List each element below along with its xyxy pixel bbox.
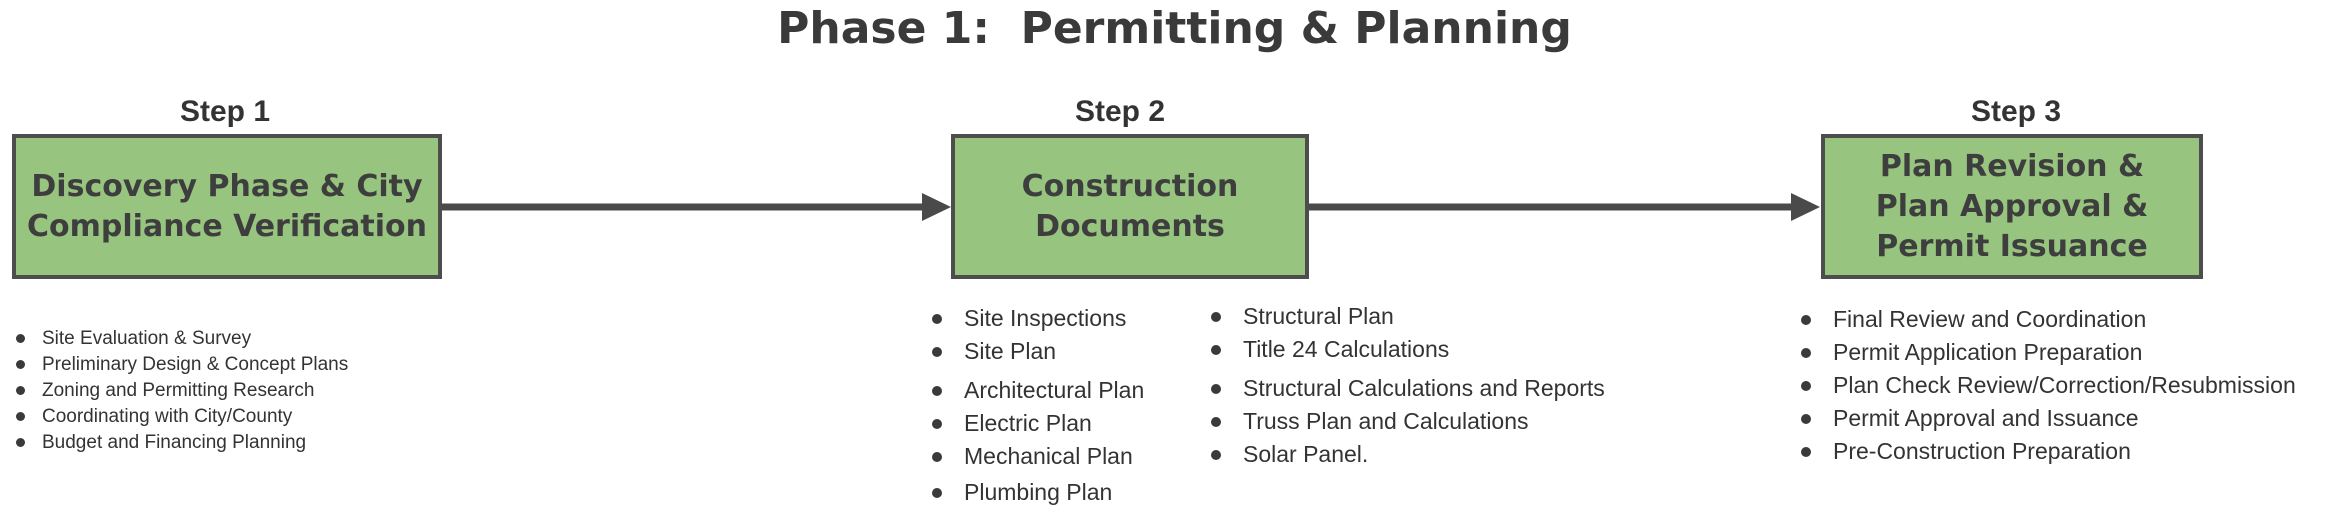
step-1-box-text: Discovery Phase & City Compliance Verifi… xyxy=(27,168,427,244)
step-3-label: Step 3 xyxy=(1970,95,2062,128)
step-1-label: Step 1 xyxy=(179,95,271,128)
step-3-box-text: Plan Revision & Plan Approval & Permit I… xyxy=(1875,148,2149,264)
step-1-task-list: Site Evaluation & Survey Preliminary Des… xyxy=(12,326,348,456)
list-item: Permit Approval and Issuance xyxy=(1797,402,2296,435)
list-item: Site Inspections xyxy=(928,302,1144,335)
list-item: Coordinating with City/County xyxy=(12,404,348,430)
step-1-box: Discovery Phase & City Compliance Verifi… xyxy=(12,134,442,279)
list-item: Budget and Financing Planning xyxy=(12,430,348,456)
list-item: Truss Plan and Calculations xyxy=(1207,405,1605,438)
step-2-box-text: Construction Documents xyxy=(1021,168,1239,244)
list-item: Title 24 Calculations xyxy=(1207,333,1605,366)
step-2-task-list-left: Site Inspections Site Plan Architectural… xyxy=(928,302,1144,509)
list-item: Permit Application Preparation xyxy=(1797,336,2296,369)
list-item: Structural Plan xyxy=(1207,300,1605,333)
step-2-box: Construction Documents xyxy=(951,134,1309,279)
arrow-step1-to-step2 xyxy=(442,193,951,221)
arrow-step2-to-step3 xyxy=(1309,193,1820,221)
list-item: Structural Calculations and Reports xyxy=(1207,372,1605,405)
step-2-task-list-right: Structural Plan Title 24 Calculations St… xyxy=(1207,300,1605,471)
list-item: Final Review and Coordination xyxy=(1797,303,2296,336)
step-3-box: Plan Revision & Plan Approval & Permit I… xyxy=(1821,134,2203,279)
page-title: Phase 1: Permitting & Planning xyxy=(777,3,1572,54)
list-item: Solar Panel. xyxy=(1207,438,1605,471)
list-item: Site Plan xyxy=(928,335,1144,368)
list-item: Preliminary Design & Concept Plans xyxy=(12,352,348,378)
list-item: Site Evaluation & Survey xyxy=(12,326,348,352)
list-item: Zoning and Permitting Research xyxy=(12,378,348,404)
list-item: Mechanical Plan xyxy=(928,440,1144,473)
list-item: Plan Check Review/Correction/Resubmissio… xyxy=(1797,369,2296,402)
list-item: Architectural Plan xyxy=(928,374,1144,407)
list-item: Pre-Construction Preparation xyxy=(1797,435,2296,468)
list-item: Electric Plan xyxy=(928,407,1144,440)
step-3-task-list: Final Review and Coordination Permit App… xyxy=(1797,303,2296,468)
step-2-label: Step 2 xyxy=(1074,95,1166,128)
list-item: Plumbing Plan xyxy=(928,476,1144,509)
